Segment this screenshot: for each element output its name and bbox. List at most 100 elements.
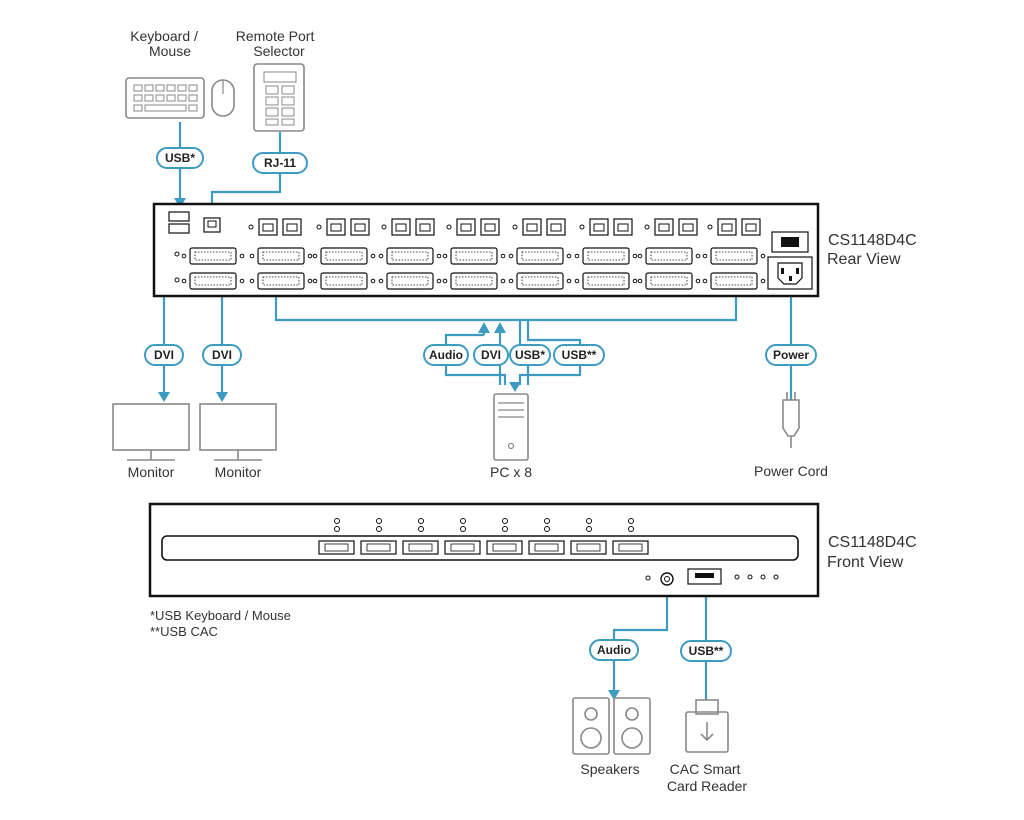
monitor-1-device: Monitor: [112, 403, 190, 480]
remote-port-selector-icon: [253, 63, 305, 132]
rear-dvi-port-1-1: [189, 247, 237, 265]
front-port-button-7[interactable]: [570, 540, 607, 555]
rear-usb-b-port-8-2: [741, 218, 761, 236]
rear-dvi-ports: [181, 247, 766, 290]
pc-tower-icon: [493, 393, 529, 461]
rear-dvi-port-2-5: [450, 272, 498, 290]
rear-dvi-port-1-8: [645, 247, 693, 265]
front-port-led-top-2: [376, 518, 382, 524]
keyboard-mouse-label: Keyboard / Mouse: [130, 28, 202, 59]
rear-dvi-port-2-1: [189, 272, 237, 290]
keyboard-keys: [133, 84, 198, 112]
front-port-led-top-7: [586, 518, 592, 524]
front-port-led-top-8: [628, 518, 634, 524]
footnote-1: *USB Keyboard / Mouse: [150, 608, 291, 623]
keyboard-mouse-device: Keyboard / Mouse: [125, 28, 235, 119]
cac-insert-arrow-icon: [700, 722, 714, 742]
front-led-1: [734, 574, 740, 580]
cac-card-icon: [695, 699, 719, 715]
front-led-4: [773, 574, 779, 580]
pc-label: PC x 8: [490, 464, 532, 480]
pill-usb-front: USB**: [680, 640, 732, 662]
front-port-button-2[interactable]: [360, 540, 397, 555]
front-port-button-8[interactable]: [612, 540, 649, 555]
rear-dvi-port-1-2: [257, 247, 305, 265]
cable-labels: USB* RJ-11 DVI DVI Audio DVI USB* USB**: [144, 147, 817, 662]
rear-dvi-port-2-8: [645, 272, 693, 290]
rear-unit: [152, 202, 820, 298]
audio-front-cable: [612, 586, 669, 698]
rear-usb-port-1: [168, 211, 190, 222]
rear-usb-b-ports: [248, 218, 761, 236]
pill-power: Power: [765, 344, 817, 366]
rear-usb-b-port-3-2: [415, 218, 435, 236]
remote-port-selector-label: Remote Port Selector: [236, 28, 318, 59]
dvi-monitor-2-arrow: [216, 392, 228, 402]
audio-front-arrow: [608, 690, 620, 700]
rear-dvi-port-1-5: [450, 247, 498, 265]
rear-dvi-port-2-9: [710, 272, 758, 290]
rear-dvi-port-1-4: [386, 247, 434, 265]
power-plug-icon: [782, 399, 800, 437]
front-audio-led: [645, 575, 651, 581]
rear-usb-b-port-5-2: [546, 218, 566, 236]
svg-text:DVI: DVI: [481, 348, 501, 362]
front-led-3: [760, 574, 766, 580]
rear-dvi-port-1-9: [710, 247, 758, 265]
rear-screw-8: [707, 224, 713, 230]
pc-arrow-usb: [509, 382, 521, 392]
rear-dvi-port-2-6: [516, 272, 564, 290]
svg-text:Power: Power: [773, 348, 809, 362]
rear-usb-b-port-2-1: [326, 218, 346, 236]
front-port-led-bottom-1: [334, 526, 340, 532]
speakers-label: Speakers: [580, 761, 639, 777]
keyboard-icon: [125, 77, 205, 119]
rear-usb-b-port-2-2: [350, 218, 370, 236]
rear-screw-4: [446, 224, 452, 230]
front-unit-title: CS1148D4C: [828, 534, 917, 551]
svg-text:RJ-11: RJ-11: [264, 156, 296, 170]
speakers-device: Speakers: [572, 697, 651, 777]
svg-text:Audio: Audio: [597, 643, 631, 657]
front-port-led-top-3: [418, 518, 424, 524]
pill-usb-keyboard: USB*: [156, 147, 204, 169]
rear-usb-b-port-4-1: [456, 218, 476, 236]
pill-usb-cac-pc: USB**: [553, 344, 605, 366]
pc-bus-cable: [274, 290, 738, 322]
front-port-buttons: [318, 518, 649, 555]
rear-dvi-port-2-4: [386, 272, 434, 290]
pc-arrow-dvi: [494, 322, 506, 333]
front-port-button-3[interactable]: [402, 540, 439, 555]
pc-device: PC x 8: [490, 393, 532, 480]
svg-text:USB**: USB**: [562, 348, 597, 362]
front-port-button-4[interactable]: [444, 540, 481, 555]
front-port-led-bottom-4: [460, 526, 466, 532]
pill-dvi-1: DVI: [144, 344, 184, 366]
speaker-left-icon: [572, 697, 610, 755]
dvi-monitor-1-arrow: [158, 392, 170, 402]
rear-screw-2: [316, 224, 322, 230]
front-port-button-1[interactable]: [318, 540, 355, 555]
power-cord-device: Power Cord: [754, 392, 828, 479]
front-port-led-top-4: [460, 518, 466, 524]
pc-audio-top: [444, 333, 484, 345]
front-port-led-top-5: [502, 518, 508, 524]
rear-usb-b-port-7-2: [678, 218, 698, 236]
front-port-button-5[interactable]: [486, 540, 523, 555]
rear-usb-b-port-6-2: [613, 218, 633, 236]
svg-text:USB*: USB*: [165, 151, 195, 165]
monitor-2-label: Monitor: [215, 464, 262, 480]
pill-usb-pc: USB*: [509, 344, 551, 366]
rear-screw-1: [248, 224, 254, 230]
rear-screw-7: [644, 224, 650, 230]
pill-audio-pc: Audio: [423, 344, 469, 366]
rear-usb-b-port-1-1: [258, 218, 278, 236]
rear-unit-title: CS1148D4C: [828, 232, 917, 249]
svg-text:USB**: USB**: [689, 644, 724, 658]
cac-reader-icon: [685, 711, 729, 753]
front-port-button-6[interactable]: [528, 540, 565, 555]
rear-rj11-port: [203, 217, 221, 233]
power-cord-label: Power Cord: [754, 463, 828, 479]
front-port-led-bottom-8: [628, 526, 634, 532]
cac-reader-device: CAC Smart Card Reader: [667, 699, 747, 794]
